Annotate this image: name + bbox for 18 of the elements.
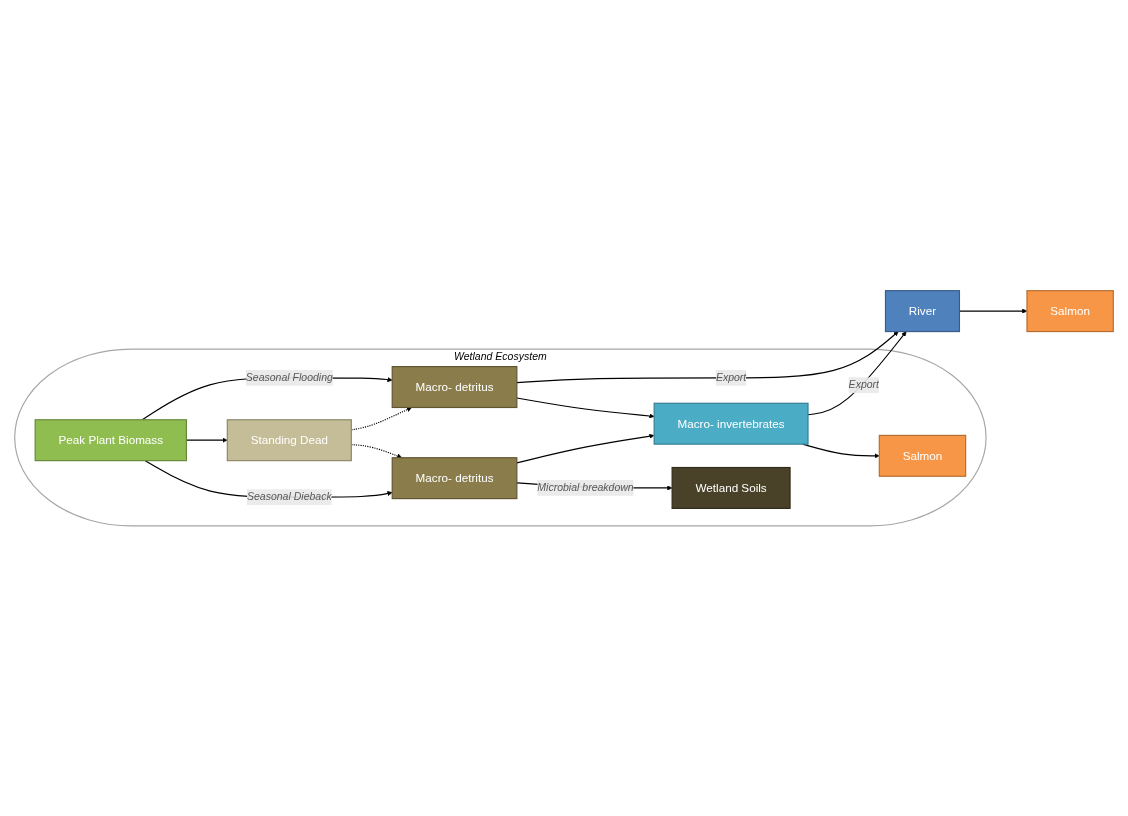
arrow bbox=[802, 443, 880, 459]
node-box: River bbox=[884, 289, 961, 332]
edge-label: Export bbox=[715, 371, 747, 384]
edge-label: Microbial breakdown bbox=[537, 481, 634, 494]
node-box: Peak Plant Biomass bbox=[34, 418, 187, 461]
node-box: Macro- detritus bbox=[391, 456, 518, 499]
edge-label: Seasonal Flooding bbox=[245, 371, 333, 384]
node-box: Salmon bbox=[1026, 289, 1114, 332]
node-box: Macro- invertebrates bbox=[653, 402, 809, 445]
node-box: Wetland Soils bbox=[671, 466, 791, 509]
edge-label: Seasonal Dieback bbox=[246, 490, 332, 503]
arrow bbox=[516, 397, 655, 419]
node-box: Salmon bbox=[878, 434, 967, 477]
node-box: Standing Dead bbox=[226, 418, 352, 461]
edge-label: Export bbox=[848, 378, 880, 391]
arrow bbox=[516, 331, 899, 383]
node-box: Macro- detritus bbox=[391, 365, 518, 408]
arrow bbox=[516, 433, 655, 464]
